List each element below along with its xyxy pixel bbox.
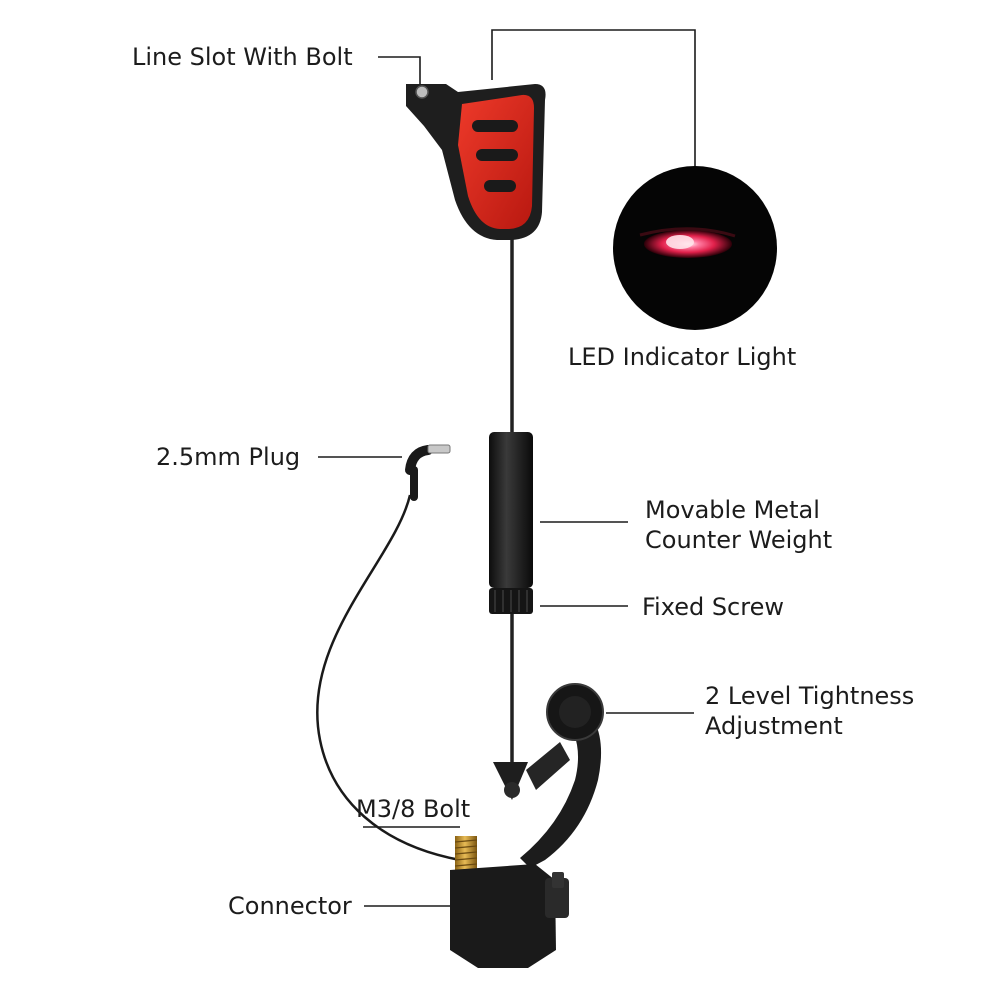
line-slot-bolt-icon xyxy=(415,85,429,99)
plug-pin-icon xyxy=(427,444,451,454)
m3-8-bolt-icon xyxy=(455,836,477,872)
label-fixed-screw: Fixed Screw xyxy=(642,593,784,621)
label-tightness: 2 Level Tightness Adjustment xyxy=(705,681,914,741)
label-counter-weight-line1: Movable Metal xyxy=(645,496,820,524)
label-tightness-line2: Adjustment xyxy=(705,712,843,740)
label-connector: Connector xyxy=(228,892,352,920)
counter-weight xyxy=(489,432,533,614)
cable-with-plug xyxy=(316,444,461,862)
leader-line-slot xyxy=(378,56,421,88)
connector-block xyxy=(450,836,569,968)
label-led: LED Indicator Light xyxy=(568,343,797,371)
label-bolt: M3/8 Bolt xyxy=(356,795,471,823)
label-counter-weight-line2: Counter Weight xyxy=(645,526,833,554)
label-tightness-line1: 2 Level Tightness xyxy=(705,682,915,710)
swinger-head xyxy=(406,84,546,240)
clip-and-arm xyxy=(493,683,604,868)
label-line-slot: Line Slot With Bolt xyxy=(132,43,353,71)
connector-screw-icon xyxy=(552,872,564,888)
leader-led xyxy=(491,29,696,168)
led-inset-photo xyxy=(613,166,777,330)
led-glow-icon xyxy=(666,235,694,249)
label-plug: 2.5mm Plug xyxy=(156,443,301,471)
label-counter-weight: Movable Metal Counter Weight xyxy=(645,495,832,555)
